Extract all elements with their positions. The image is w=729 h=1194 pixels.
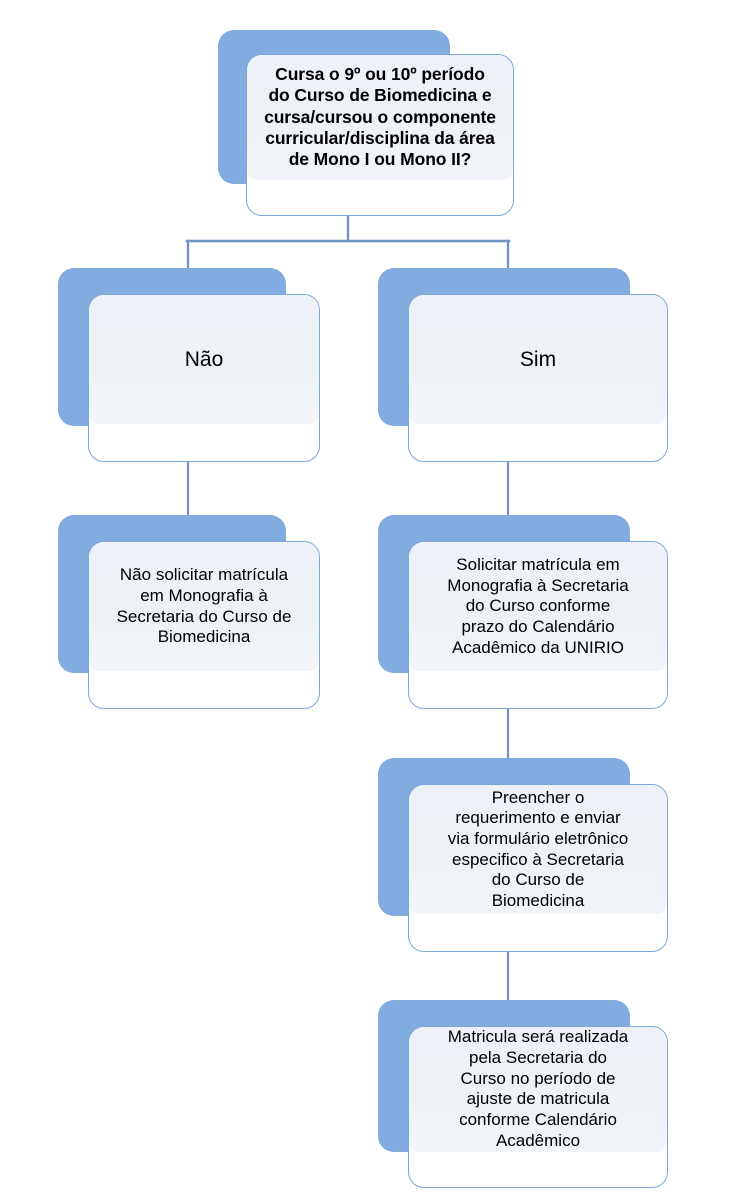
node-question-card[interactable]: Cursa o 9º ou 10º período do Curso de Bi… bbox=[246, 54, 514, 216]
node-question-label: Cursa o 9º ou 10º período do Curso de Bi… bbox=[264, 64, 496, 170]
node-nao-outcome-label: Não solicitar matrícula em Monografia à … bbox=[116, 565, 292, 647]
node-sim-sheen bbox=[409, 295, 667, 425]
node-solicitar[interactable]: Solicitar matrícula em Monografia à Secr… bbox=[378, 515, 668, 709]
node-preencher-sheen bbox=[409, 785, 667, 915]
node-sim-label: Sim bbox=[519, 347, 557, 371]
node-nao-card[interactable]: Não bbox=[88, 294, 320, 462]
node-matricula-card[interactable]: Matricula será realizada pela Secretaria… bbox=[408, 1026, 668, 1188]
node-nao-label: Não bbox=[184, 347, 224, 371]
node-matricula[interactable]: Matricula será realizada pela Secretaria… bbox=[378, 1000, 668, 1188]
node-question-sheen bbox=[247, 55, 513, 180]
node-preencher-label: Preencher o requerimento e enviar via fo… bbox=[447, 787, 629, 911]
node-sim[interactable]: Sim bbox=[378, 268, 668, 462]
node-preencher-card[interactable]: Preencher o requerimento e enviar via fo… bbox=[408, 784, 668, 952]
node-solicitar-label: Solicitar matrícula em Monografia à Secr… bbox=[447, 554, 629, 657]
node-nao-outcome-sheen bbox=[89, 542, 319, 672]
node-question[interactable]: Cursa o 9º ou 10º período do Curso de Bi… bbox=[218, 30, 514, 216]
node-nao-outcome-card[interactable]: Não solicitar matrícula em Monografia à … bbox=[88, 541, 320, 709]
node-solicitar-card[interactable]: Solicitar matrícula em Monografia à Secr… bbox=[408, 541, 668, 709]
node-solicitar-sheen bbox=[409, 542, 667, 672]
node-nao-sheen bbox=[89, 295, 319, 425]
node-matricula-sheen bbox=[409, 1027, 667, 1152]
node-preencher[interactable]: Preencher o requerimento e enviar via fo… bbox=[378, 758, 668, 952]
node-matricula-label: Matricula será realizada pela Secretaria… bbox=[447, 1027, 629, 1150]
node-nao-outcome[interactable]: Não solicitar matrícula em Monografia à … bbox=[58, 515, 320, 709]
node-sim-card[interactable]: Sim bbox=[408, 294, 668, 462]
node-nao[interactable]: Não bbox=[58, 268, 320, 462]
